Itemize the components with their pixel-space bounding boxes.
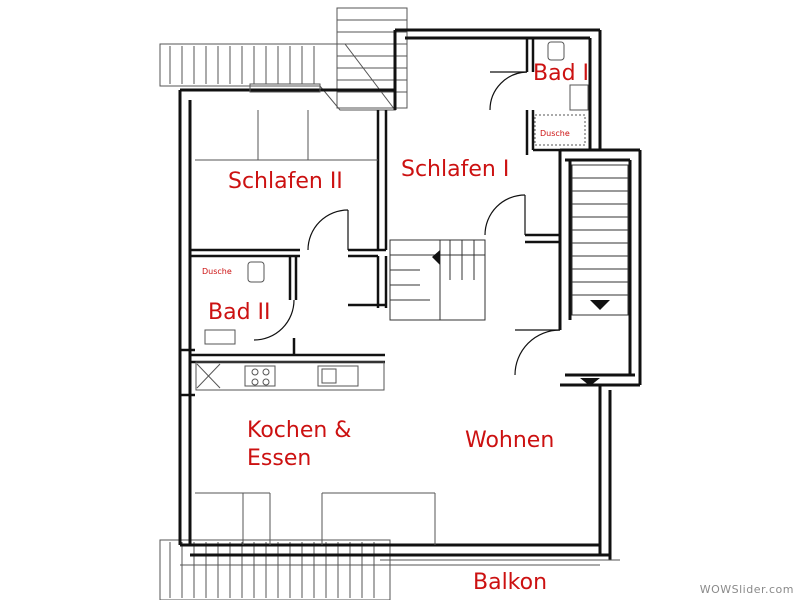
- stair-arrows: [432, 250, 610, 386]
- roof-hatching: [159, 7, 408, 600]
- room-label-dusche-ii: Dusche: [202, 267, 232, 276]
- room-label-schlafen-ii: Schlafen II: [228, 169, 343, 194]
- room-label-essen: Essen: [247, 446, 312, 471]
- room-label-bad-i: Bad I: [533, 61, 590, 86]
- room-label-dusche-i: Dusche: [540, 129, 570, 138]
- room-label-schlafen-i: Schlafen I: [401, 157, 510, 182]
- room-label-wohnen: Wohnen: [465, 428, 555, 453]
- room-label-bad-ii: Bad II: [208, 300, 271, 325]
- watermark-text: WOWSlider.com: [699, 583, 794, 596]
- outer-walls: [178, 28, 642, 560]
- staircase: [389, 164, 629, 321]
- room-label-kochen: Kochen &: [247, 418, 352, 443]
- thin-details: [180, 41, 620, 566]
- doors: [253, 71, 561, 376]
- room-label-balkon: Balkon: [473, 570, 548, 595]
